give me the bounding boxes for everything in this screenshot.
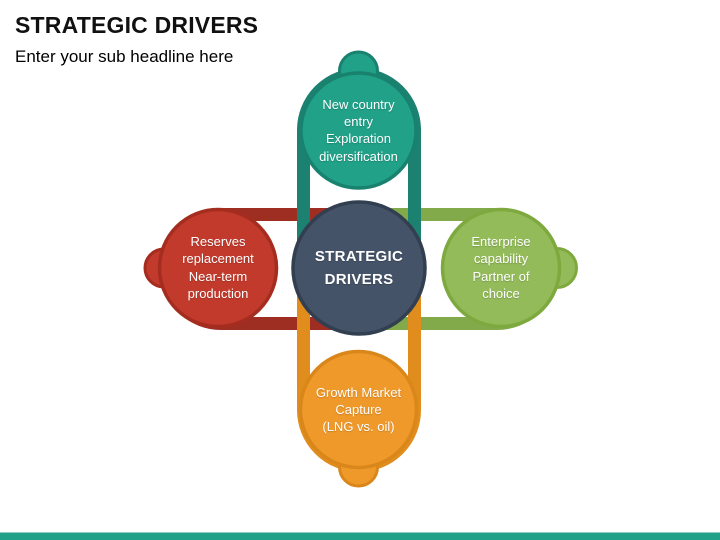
bottom-circle-shape <box>298 349 419 470</box>
left-circle-shape <box>157 207 279 329</box>
center-circle-shape <box>291 200 427 336</box>
slide-title: STRATEGIC DRIVERS <box>15 12 259 38</box>
footer-accent-bar <box>0 532 720 540</box>
top-circle-shape <box>299 71 418 190</box>
right-circle-shape <box>440 207 562 329</box>
slide-subtitle: Enter your sub headline here <box>15 47 234 66</box>
